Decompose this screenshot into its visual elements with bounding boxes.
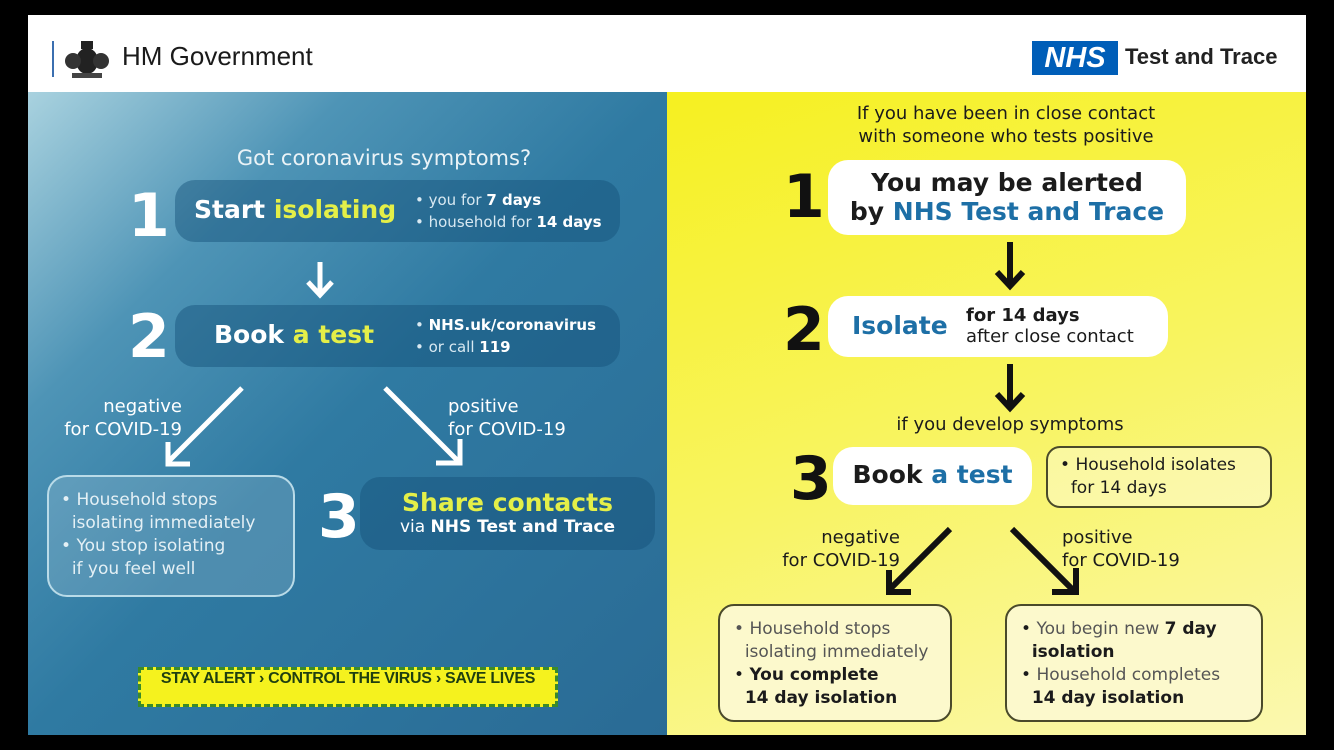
bullet: • household for 14 days [415,213,602,231]
header: HM Government NHS Test and Trace [28,15,1306,92]
step-label: Isolate [852,311,948,340]
bullet: • you for 7 days [415,191,542,209]
nhs-logo: NHS [1032,41,1118,75]
bullet: • Household completes 14 day isolation [1021,665,1221,708]
positive-outcome-box: • You begin new 7 day isolation • Househ… [1005,604,1263,722]
royal-crest-icon [65,41,109,78]
step-label: Share contacts [402,488,613,517]
bullet: • or call 119 [415,338,511,356]
hm-government-logo-text: HM Government [122,41,313,71]
step1-start-isolating: Start isolating • you for 7 days • house… [175,180,620,242]
bullet: • Household stops isolating immediately [734,619,929,662]
arrow-down-right-icon [1009,526,1079,595]
symptoms-panel: Got coronavirus symptoms? 1 Start isolat… [28,92,667,735]
arrow-down-left-icon [886,526,953,595]
condition-label: if you develop symptoms [896,414,1124,435]
step-label: Book [214,320,293,349]
household-isolates-box: • Household isolates for 14 days [1046,446,1272,508]
step3-book-test: Book a test [833,447,1032,505]
step-number: 2 [128,302,170,372]
divider [52,41,54,77]
bullet: • You begin new 7 day isolation [1021,619,1217,662]
step2-book-test: Book a test • NHS.uk/coronavirus • or ca… [175,305,620,367]
flow-arrows [165,262,463,467]
step-number: 3 [318,482,360,552]
arrow-down-left-icon [165,386,244,467]
bullet: • You complete 14 day isolation [734,665,898,708]
nhs-service-name: Test and Trace [1125,44,1278,69]
step-label-highlight: isolating [273,195,397,224]
negative-outcome-box: • Household stops isolating immediately … [718,604,952,722]
bullet: • You stop isolating if you feel well [61,536,226,579]
flow-arrows [886,242,1079,595]
negative-outcome-box: • Household stops isolating immediately … [47,475,295,597]
step-number: 3 [790,444,832,514]
symptoms-question: Got coronavirus symptoms? [236,146,532,170]
bullet: • Household stops isolating immediately [61,490,256,533]
step-label: You may be alerted [871,168,1143,197]
step-label-highlight: a test [292,320,375,349]
arrow-down-icon [306,262,334,299]
arrow-down-right-icon [383,386,463,466]
step3-share-contacts: Share contacts via NHS Test and Trace [360,477,655,550]
step-number: 2 [783,295,825,365]
bullet: • NHS.uk/coronavirus [415,316,596,334]
arrow-down-icon [994,364,1026,413]
slogan-banner: STAY ALERT › CONTROL THE VIRUS › SAVE LI… [138,667,558,707]
step-label: Start [194,195,274,224]
step-number: 1 [128,181,170,251]
step1-alerted: You may be alerted by NHS Test and Trace [828,160,1186,235]
step-number: 1 [783,162,825,232]
arrow-down-icon [994,242,1026,291]
